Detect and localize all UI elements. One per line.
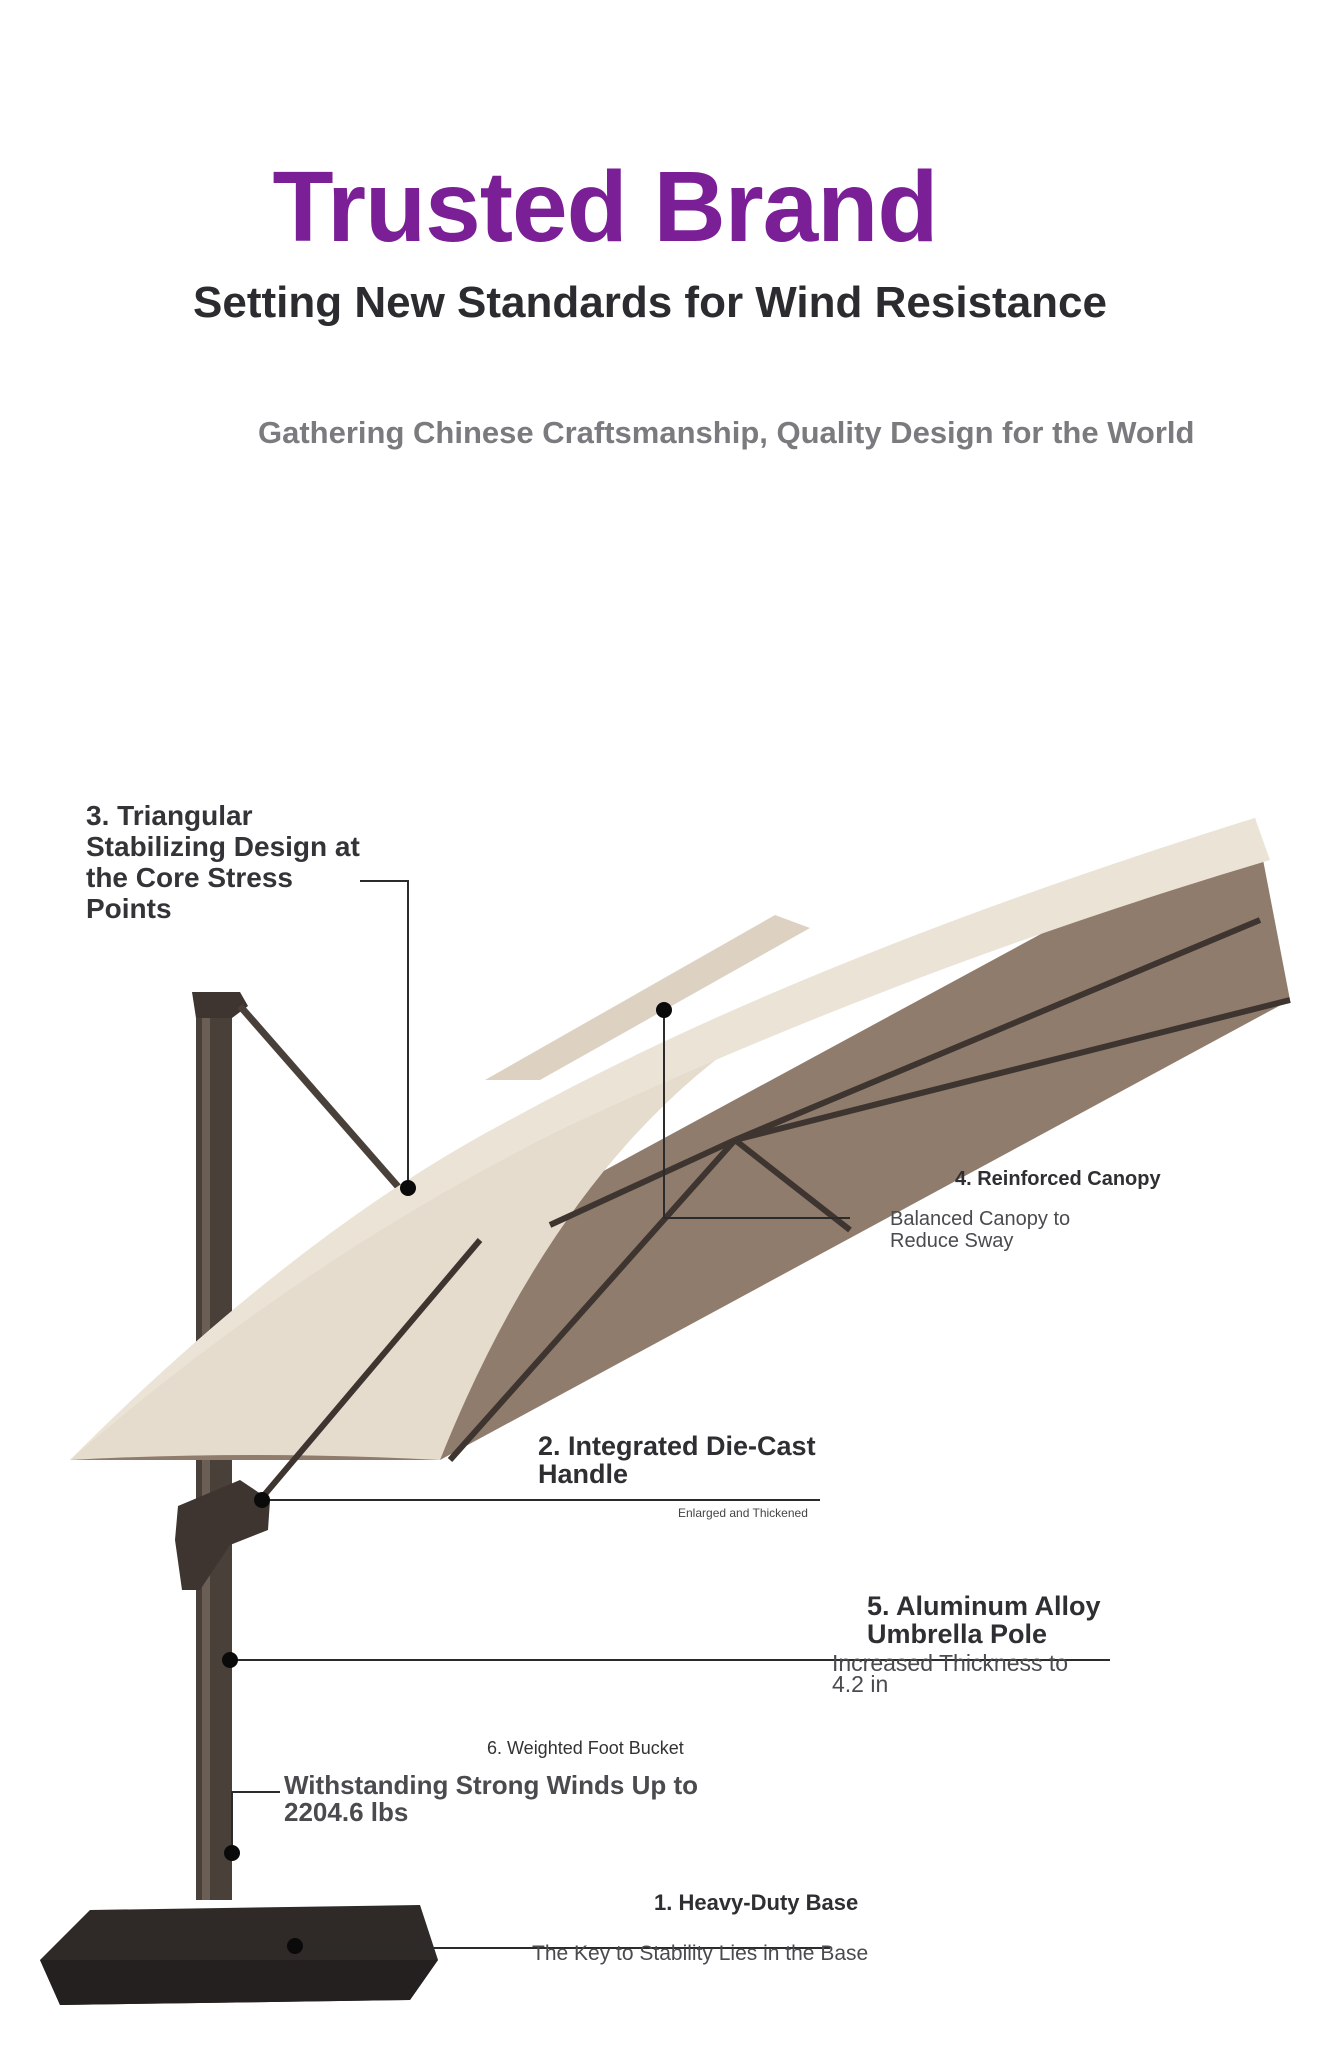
tagline: Gathering Chinese Craftsmanship, Quality… — [258, 415, 1195, 450]
page-title: Trusted Brand — [272, 151, 939, 263]
page-subtitle: Setting New Standards for Wind Resistanc… — [193, 278, 1107, 327]
leader-lines — [230, 880, 1110, 1949]
callout-base-title: 1. Heavy-Duty Base — [654, 1890, 859, 1915]
callout-handle-desc: Enlarged and Thickened — [678, 1506, 808, 1520]
callout-pole-title: 5. Aluminum Alloy Umbrella Pole — [867, 1591, 1101, 1649]
marker-dots — [222, 1002, 672, 1954]
callout-bucket-title: 6. Weighted Foot Bucket — [487, 1738, 684, 1758]
callout-bucket-desc: Withstanding Strong Winds Up to 2204.6 l… — [284, 1770, 699, 1827]
die-cast-handle — [175, 1480, 270, 1590]
callout-handle-title: 2. Integrated Die-Cast Handle — [538, 1431, 816, 1489]
callout-canopy-title: 4. Reinforced Canopy — [955, 1168, 1161, 1190]
callout-canopy-desc: Balanced Canopy to Reduce Sway — [890, 1208, 1071, 1252]
callout-triangular-design-title: 3. Triangular Stabilizing Design at the … — [86, 800, 360, 924]
triangular-brace — [237, 1003, 411, 1201]
canopy-vent — [485, 915, 810, 1080]
callout-pole-desc: Increased Thickness to 4.2 in — [832, 1650, 1069, 1697]
callout-base-desc: The Key to Stability Lies in the Base — [532, 1942, 869, 1965]
canopy-ribs — [257, 917, 1291, 1502]
canopy-top — [70, 818, 1255, 1460]
